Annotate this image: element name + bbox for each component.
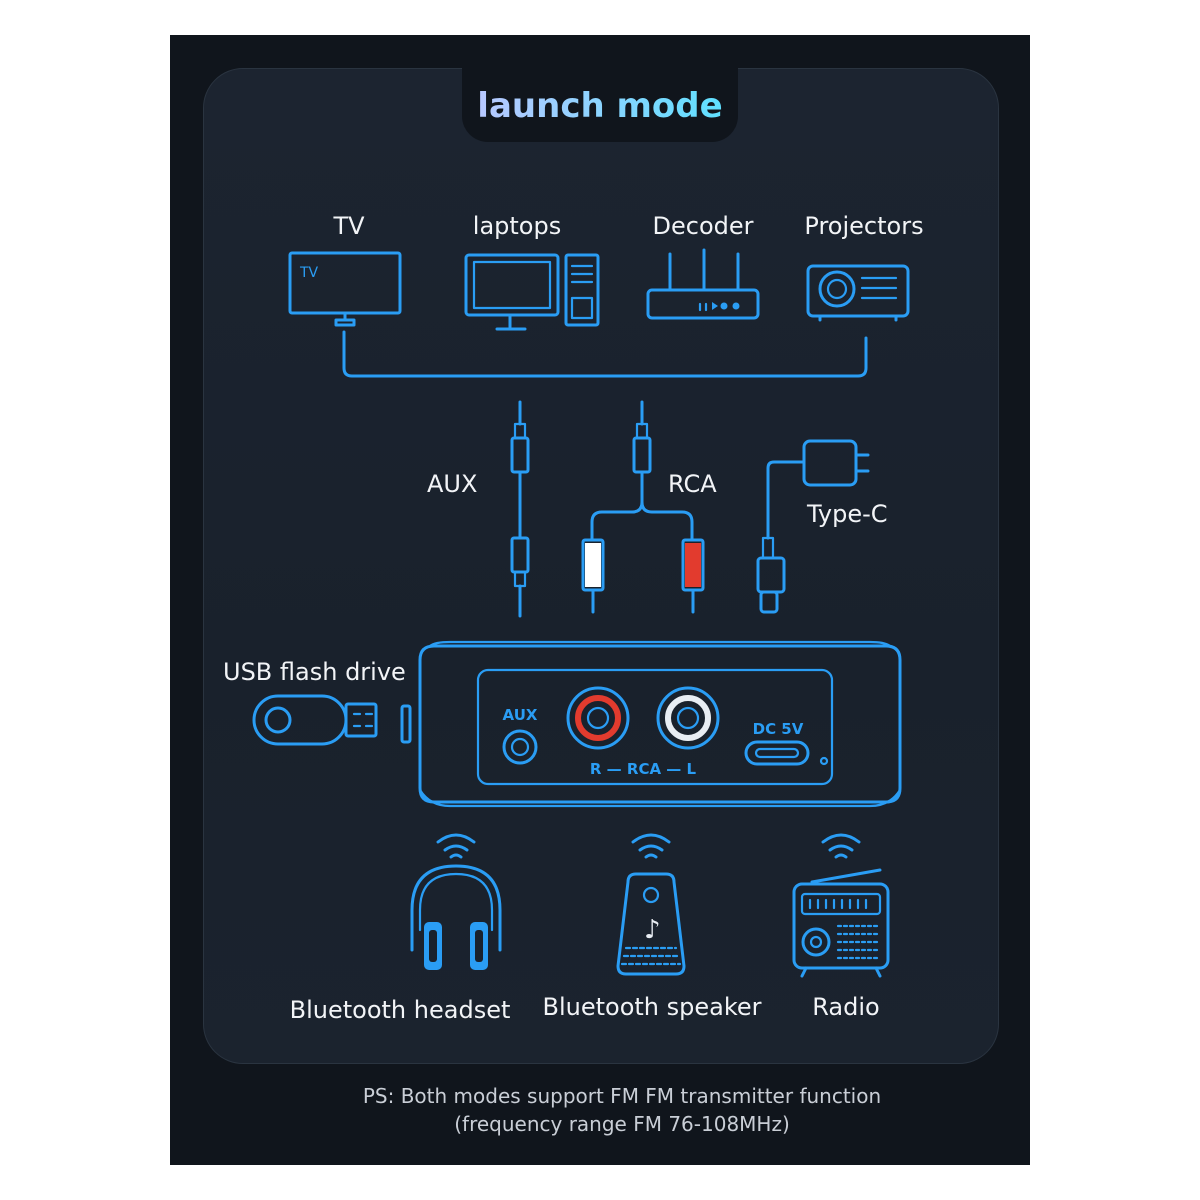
smart-speaker-icon: ♪ [616, 872, 686, 976]
desktop-computer-icon [464, 253, 600, 331]
rca-ports-label: R — RCA — L [590, 760, 697, 778]
source-label-decoder: Decoder [652, 212, 754, 240]
output-label-radio: Radio [812, 993, 880, 1021]
output-label-headset: Bluetooth headset [289, 996, 511, 1024]
projector-icon [806, 264, 910, 322]
aux-port-label: AUX [503, 706, 538, 724]
source-bus-line [342, 330, 868, 378]
svg-text:♪: ♪ [644, 915, 661, 945]
output-label-speaker: Bluetooth speaker [542, 993, 762, 1021]
radio-icon [792, 868, 890, 978]
usb-drive-icon [252, 694, 378, 746]
wireless-signal-icons [436, 833, 861, 859]
page-title: launch mode [477, 86, 723, 126]
source-label-projectors: Projectors [804, 212, 924, 240]
type-c-charger-icon [756, 439, 870, 614]
rca-cable-icon [581, 400, 705, 614]
aux-cable-icon [510, 400, 530, 618]
transmitter-device: AUX R — RCA — L DC 5V [400, 640, 902, 808]
footnote-line-1: PS: Both modes support FM FM transmitter… [362, 1084, 882, 1108]
cable-label-aux: AUX [427, 470, 478, 498]
headphones-icon [410, 864, 502, 970]
tv-screen-text: TV [299, 265, 319, 281]
router-decoder-icon [646, 248, 760, 320]
title-tab [462, 68, 738, 142]
footnote-line-2: (frequency range FM 76-108MHz) [454, 1112, 790, 1136]
cable-label-rca: RCA [668, 470, 717, 498]
source-label-tv: TV [333, 212, 365, 240]
tv-icon: TV [288, 251, 402, 327]
usb-flash-drive-label: USB flash drive [223, 658, 406, 686]
dc-port-label: DC 5V [753, 720, 804, 738]
source-label-laptops: laptops [472, 212, 562, 240]
cable-label-type-c: Type-C [807, 500, 888, 528]
